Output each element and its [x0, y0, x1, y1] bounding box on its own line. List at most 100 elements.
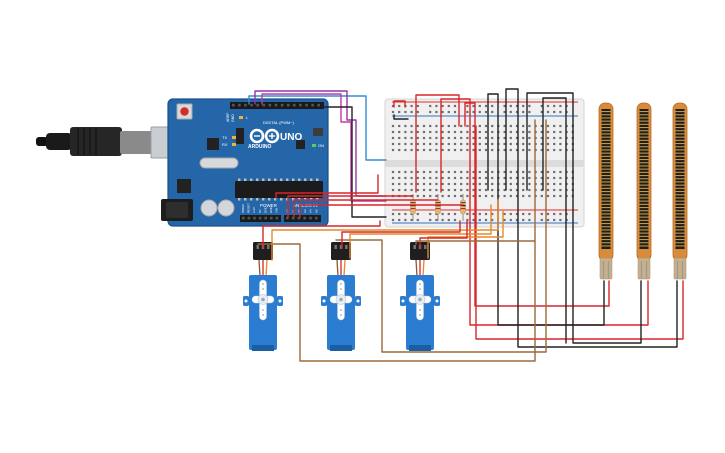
- rail-hole[interactable]: [528, 104, 531, 108]
- power-pin[interactable]: [264, 216, 267, 220]
- breadboard-hole[interactable]: [404, 188, 407, 192]
- breadboard-hole[interactable]: [472, 142, 475, 146]
- rail-hole[interactable]: [484, 104, 488, 108]
- wire-red-9[interactable]: [287, 195, 414, 218]
- wire-brown-20[interactable]: [335, 119, 547, 353]
- breadboard-hole[interactable]: [503, 124, 506, 128]
- breadboard-hole[interactable]: [540, 182, 543, 186]
- breadboard-hole[interactable]: [484, 194, 488, 198]
- rail-hole[interactable]: [522, 218, 525, 222]
- breadboard-hole[interactable]: [491, 130, 494, 134]
- breadboard-hole[interactable]: [509, 194, 512, 198]
- rail-hole[interactable]: [540, 110, 543, 114]
- breadboard-hole[interactable]: [528, 148, 531, 152]
- breadboard-hole[interactable]: [553, 176, 556, 180]
- breadboard-hole[interactable]: [559, 142, 562, 146]
- breadboard-hole[interactable]: [484, 142, 488, 146]
- breadboard-hole[interactable]: [491, 176, 494, 180]
- breadboard-hole[interactable]: [546, 124, 550, 128]
- breadboard-hole[interactable]: [391, 130, 395, 134]
- rail-hole[interactable]: [472, 218, 475, 222]
- breadboard-hole[interactable]: [515, 194, 519, 198]
- breadboard-hole[interactable]: [491, 182, 494, 186]
- wire-black-18[interactable]: [542, 97, 567, 344]
- breadboard-hole[interactable]: [466, 142, 469, 146]
- servo-motor[interactable]: [321, 242, 361, 351]
- breadboard-hole[interactable]: [515, 130, 519, 134]
- breadboard-hole[interactable]: [416, 188, 419, 192]
- breadboard-hole[interactable]: [416, 130, 419, 134]
- power-pin[interactable]: [270, 216, 273, 220]
- rail-hole[interactable]: [559, 218, 562, 222]
- rail-hole[interactable]: [416, 212, 419, 216]
- breadboard-hole[interactable]: [404, 136, 407, 140]
- breadboard-hole[interactable]: [491, 136, 494, 140]
- breadboard-hole[interactable]: [546, 142, 550, 146]
- breadboard-hole[interactable]: [416, 170, 419, 174]
- rail-hole[interactable]: [546, 212, 550, 216]
- breadboard-hole[interactable]: [429, 124, 432, 128]
- breadboard-hole[interactable]: [429, 142, 432, 146]
- breadboard-hole[interactable]: [491, 188, 494, 192]
- breadboard-hole[interactable]: [422, 142, 426, 146]
- rail-hole[interactable]: [503, 110, 506, 114]
- breadboard-hole[interactable]: [460, 194, 463, 198]
- breadboard-hole[interactable]: [491, 194, 494, 198]
- breadboard-hole[interactable]: [546, 182, 550, 186]
- rail-hole[interactable]: [453, 104, 457, 108]
- breadboard-hole[interactable]: [466, 182, 469, 186]
- rail-hole[interactable]: [546, 218, 550, 222]
- breadboard-hole[interactable]: [528, 142, 531, 146]
- wire-red-25[interactable]: [341, 220, 461, 249]
- breadboard-hole[interactable]: [484, 188, 488, 192]
- breadboard-hole[interactable]: [478, 176, 481, 180]
- breadboard-hole[interactable]: [528, 176, 531, 180]
- breadboard-hole[interactable]: [404, 124, 407, 128]
- breadboard-hole[interactable]: [435, 124, 438, 128]
- breadboard-hole[interactable]: [429, 130, 432, 134]
- breadboard-hole[interactable]: [410, 124, 413, 128]
- breadboard-hole[interactable]: [453, 130, 457, 134]
- breadboard-hole[interactable]: [416, 136, 419, 140]
- breadboard-hole[interactable]: [441, 182, 444, 186]
- breadboard-hole[interactable]: [460, 182, 463, 186]
- breadboard-hole[interactable]: [546, 194, 550, 198]
- breadboard-hole[interactable]: [509, 142, 512, 146]
- wire-red-14[interactable]: [475, 125, 684, 340]
- breadboard-hole[interactable]: [404, 176, 407, 180]
- breadboard-hole[interactable]: [460, 188, 463, 192]
- breadboard-hole[interactable]: [540, 124, 543, 128]
- breadboard-hole[interactable]: [515, 124, 519, 128]
- breadboard-hole[interactable]: [528, 130, 531, 134]
- breadboard-hole[interactable]: [484, 130, 488, 134]
- analog-pin[interactable]: [291, 216, 295, 220]
- breadboard-hole[interactable]: [422, 188, 426, 192]
- breadboard-hole[interactable]: [509, 124, 512, 128]
- breadboard-hole[interactable]: [416, 176, 419, 180]
- breadboard-hole[interactable]: [441, 124, 444, 128]
- breadboard-hole[interactable]: [398, 130, 401, 134]
- wire-red-24[interactable]: [262, 220, 381, 249]
- breadboard-hole[interactable]: [553, 136, 556, 140]
- breadboard-hole[interactable]: [453, 136, 457, 140]
- breadboard-hole[interactable]: [447, 136, 450, 140]
- breadboard-hole[interactable]: [422, 176, 426, 180]
- rail-hole[interactable]: [491, 212, 494, 216]
- breadboard-hole[interactable]: [553, 188, 556, 192]
- rail-hole[interactable]: [435, 104, 438, 108]
- rail-hole[interactable]: [447, 104, 450, 108]
- rail-hole[interactable]: [559, 110, 562, 114]
- analog-header[interactable]: [284, 215, 321, 222]
- breadboard-hole[interactable]: [441, 188, 444, 192]
- rail-hole[interactable]: [466, 218, 469, 222]
- breadboard-hole[interactable]: [466, 194, 469, 198]
- wire-orange-21[interactable]: [271, 199, 499, 261]
- rail-hole[interactable]: [398, 212, 401, 216]
- rail-hole[interactable]: [553, 218, 556, 222]
- analog-pin[interactable]: [286, 216, 289, 220]
- breadboard-hole[interactable]: [391, 142, 395, 146]
- breadboard-hole[interactable]: [491, 142, 494, 146]
- rail-hole[interactable]: [484, 212, 488, 216]
- breadboard-hole[interactable]: [503, 176, 506, 180]
- arduino-uno-board[interactable]: ARDUINO UNO DIGITAL (PWM~) AREF GND TX R…: [36, 98, 329, 227]
